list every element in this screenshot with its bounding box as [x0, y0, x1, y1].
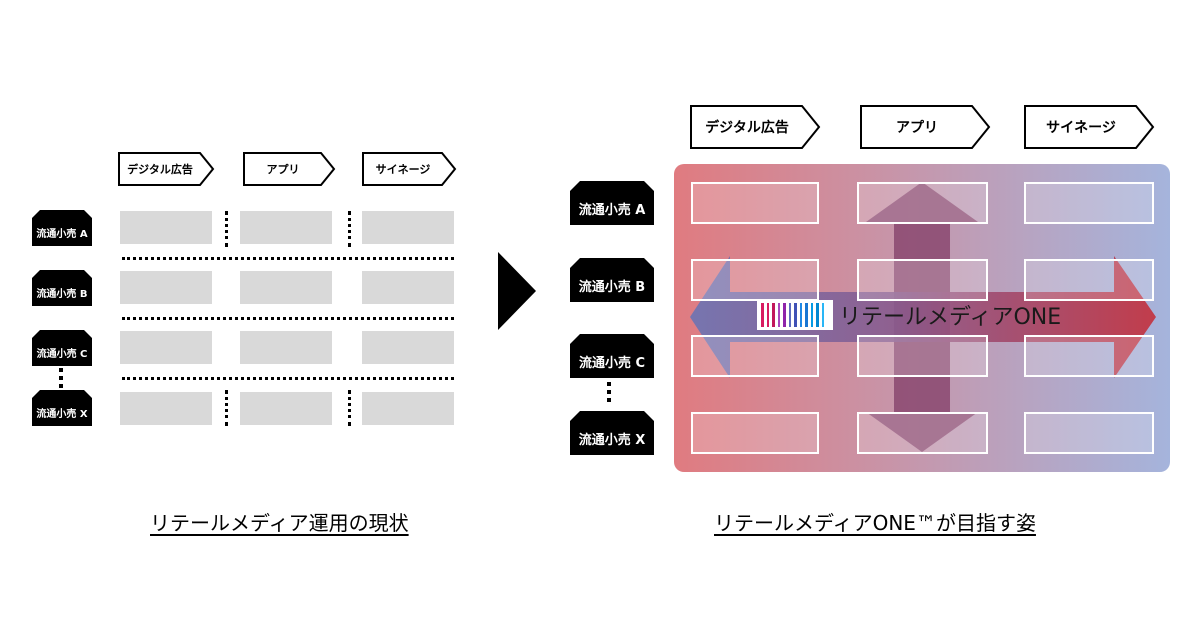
right-store-a: 流通小売 A	[566, 181, 658, 225]
right-caption: リテールメディアONE™が目指す姿	[714, 511, 1036, 535]
left-channel-digital-ad: デジタル広告	[118, 152, 215, 186]
store-house-icon	[32, 390, 92, 426]
left-store-b: 流通小売 B	[28, 270, 96, 306]
right-channel-signage: サイネージ	[1024, 105, 1155, 149]
arrow-right-icon	[498, 252, 536, 330]
left-caption: リテールメディア運用の現状	[150, 511, 409, 535]
right-channel-digital-ad: デジタル広告	[690, 105, 821, 149]
left-grid-cell	[362, 271, 454, 304]
left-grid-cell	[240, 392, 332, 425]
right-grid-cell	[1024, 412, 1154, 454]
left-grid-cell	[362, 392, 454, 425]
right-grid-cell	[857, 259, 988, 301]
left-row-separator	[122, 317, 454, 320]
left-store-a: 流通小売 A	[28, 210, 96, 246]
platform-panel	[674, 164, 1170, 472]
right-grid-cell	[1024, 182, 1154, 224]
store-house-icon	[32, 210, 92, 246]
platform-name: リテールメディアONE	[839, 305, 1062, 330]
right-grid-cell	[691, 412, 819, 454]
left-store-x: 流通小売 X	[28, 390, 96, 426]
store-house-icon	[570, 411, 654, 455]
left-grid-cell	[362, 331, 454, 364]
left-grid-cell	[120, 211, 212, 244]
right-store-x: 流通小売 X	[566, 411, 658, 455]
left-col-separator	[348, 390, 351, 426]
right-channel-app: アプリ	[860, 105, 991, 149]
left-store-ellipsis	[59, 368, 63, 392]
left-grid-cell	[362, 211, 454, 244]
left-col-separator	[348, 211, 351, 247]
horizontal-double-arrow	[690, 256, 1156, 378]
store-house-icon	[570, 181, 654, 225]
right-grid-cell	[1024, 259, 1154, 301]
left-grid-cell	[240, 211, 332, 244]
right-grid-cell	[691, 182, 819, 224]
left-col-separator	[225, 211, 228, 247]
right-grid-cell	[691, 259, 819, 301]
right-store-c: 流通小売 C	[566, 334, 658, 378]
store-house-icon	[570, 258, 654, 302]
platform-logo: リテールメディアONE	[757, 298, 1077, 332]
right-grid-cell	[857, 412, 988, 454]
barcode-logo-icon	[757, 300, 833, 330]
left-row-separator	[122, 377, 454, 380]
left-row-separator	[122, 257, 454, 260]
right-store-ellipsis	[607, 382, 611, 406]
right-grid-cell	[857, 335, 988, 377]
left-col-separator	[225, 390, 228, 426]
left-channel-signage: サイネージ	[362, 152, 457, 186]
right-grid-cell	[1024, 335, 1154, 377]
store-house-icon	[570, 334, 654, 378]
left-channel-app: アプリ	[243, 152, 336, 186]
store-house-icon	[32, 270, 92, 306]
left-grid-cell	[120, 392, 212, 425]
right-grid-cell	[857, 182, 988, 224]
left-grid-cell	[240, 331, 332, 364]
right-store-b: 流通小売 B	[566, 258, 658, 302]
left-grid-cell	[120, 271, 212, 304]
left-grid-cell	[240, 271, 332, 304]
left-grid-cell	[120, 331, 212, 364]
store-house-icon	[32, 330, 92, 366]
right-grid-cell	[691, 335, 819, 377]
left-store-c: 流通小売 C	[28, 330, 96, 366]
